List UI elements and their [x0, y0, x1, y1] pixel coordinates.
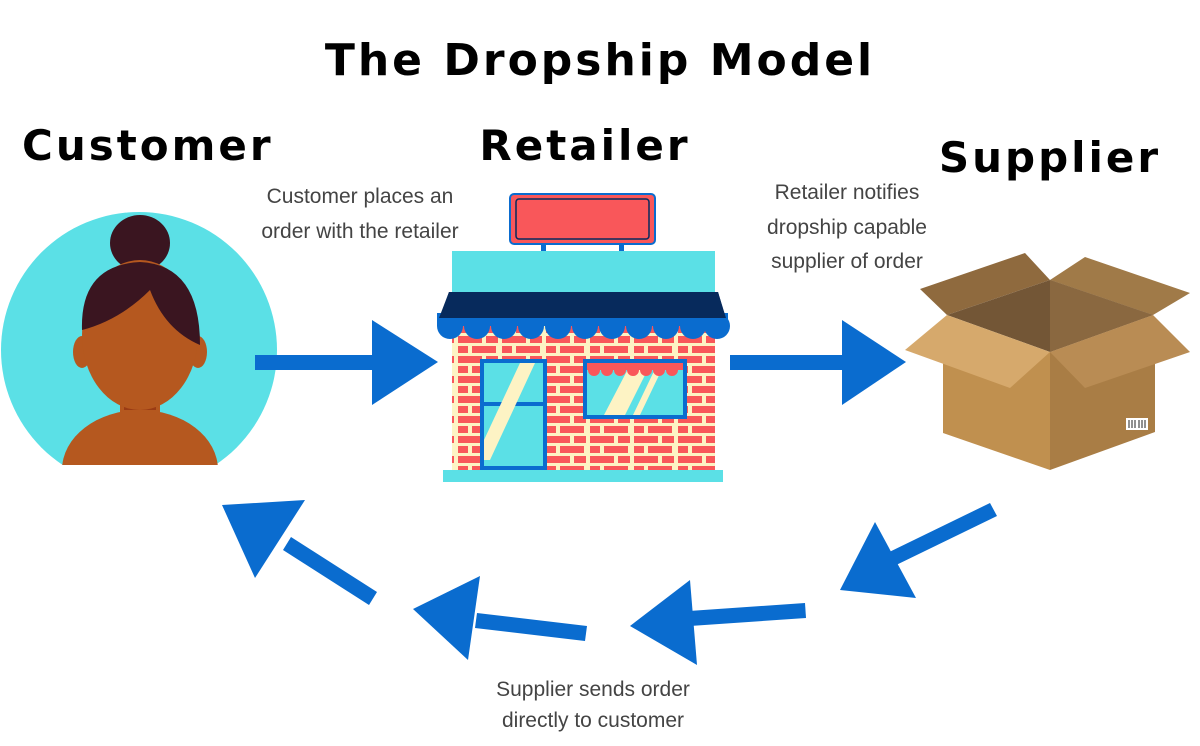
caption-retailer-to-supplier: Retailer notifies dropship capable suppl…: [767, 181, 927, 273]
caption-line: order with the retailer: [261, 220, 458, 243]
arrow-supplier-return-2: [630, 580, 806, 665]
caption-line: directly to customer: [502, 709, 684, 732]
retailer-heading: Retailer: [479, 121, 690, 170]
arrow-retailer-to-supplier: [730, 320, 906, 405]
customer-avatar-icon: [1, 212, 277, 465]
customer-heading: Customer: [22, 121, 274, 170]
arrow-supplier-return-3: [413, 576, 587, 660]
retailer-store-icon: [437, 193, 730, 482]
supplier-box-icon: [905, 253, 1190, 470]
diagram-title: The Dropship Model: [325, 35, 875, 86]
caption-line: dropship capable: [767, 216, 927, 239]
caption-supplier-to-customer: Supplier sends order directly to custome…: [496, 678, 690, 732]
arrow-supplier-return-4: [222, 500, 377, 605]
caption-line: supplier of order: [771, 250, 923, 273]
caption-customer-to-retailer: Customer places an order with the retail…: [261, 185, 458, 243]
arrow-customer-to-retailer: [255, 320, 438, 405]
arrow-supplier-return-1: [840, 503, 997, 598]
caption-line: Customer places an: [267, 185, 454, 208]
caption-line: Retailer notifies: [775, 181, 920, 204]
caption-line: Supplier sends order: [496, 678, 690, 701]
supplier-heading: Supplier: [939, 133, 1161, 182]
